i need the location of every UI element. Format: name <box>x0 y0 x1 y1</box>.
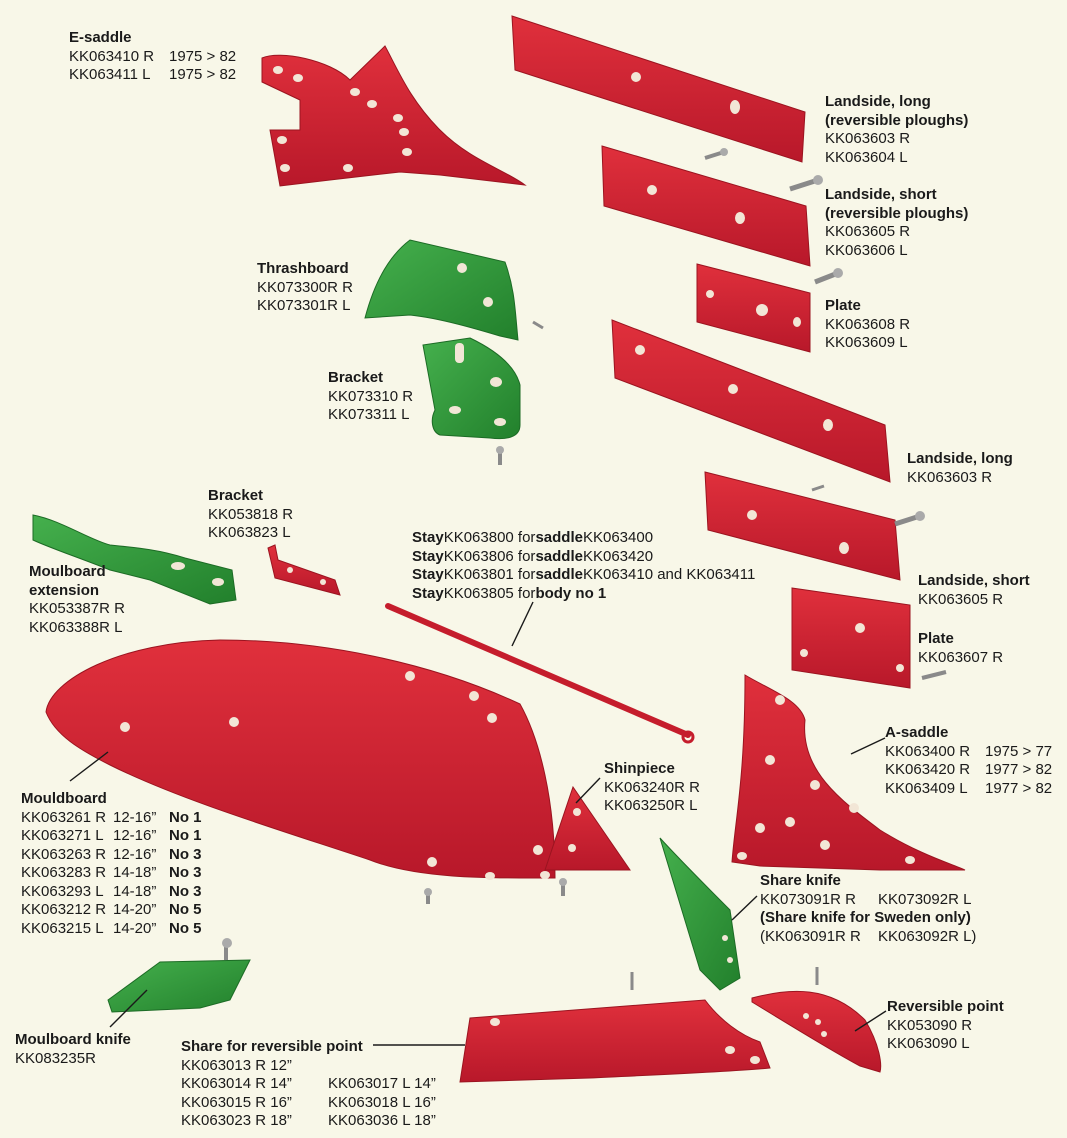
landside-long-reversible-part <box>511 15 806 163</box>
thrashboard-label: Thrashboard KK073300R R KK073301R L <box>257 260 353 314</box>
e-saddle-part <box>261 45 527 187</box>
bolt-icon <box>630 967 819 990</box>
landside-long-reversible-label: Landside, long (reversible ploughs) KK06… <box>825 93 969 166</box>
shinpiece-label: Shinpiece KK063240R R KK063250R L <box>604 760 700 814</box>
moulboard-knife-part <box>107 938 251 1013</box>
bolt-icon <box>811 484 825 492</box>
bracket-part <box>267 544 341 596</box>
share-label: Share for reversible point KK063013 R 12… <box>181 1038 436 1129</box>
bolt-icon <box>921 670 947 680</box>
thrashboard-part <box>364 239 519 341</box>
landside-long-label: Landside, long KK063603 R <box>907 450 1013 486</box>
stay-label: Stay KK063800 for saddle KK063400 Stay K… <box>412 529 756 602</box>
bolt-icon <box>704 148 728 160</box>
plate-label: Plate KK063607 R <box>918 630 1004 666</box>
landside-short-reversible-label: Landside, short (reversible ploughs) KK0… <box>825 186 969 259</box>
bolt-icon <box>532 320 544 330</box>
shinpiece-part <box>544 785 631 871</box>
bolt-icon <box>789 175 823 192</box>
plate-label: Plate KK063608 R KK063609 L <box>825 297 911 351</box>
bracket-label: Bracket KK053818 R KK063823 L <box>208 487 294 541</box>
bolt-icon <box>559 878 567 896</box>
stay-rod-part <box>385 603 695 744</box>
bolt-icon <box>424 888 432 904</box>
share-knife-part <box>659 837 741 991</box>
plate-part <box>791 587 911 689</box>
a-saddle-part <box>731 674 966 871</box>
reversible-point-part <box>751 990 882 1073</box>
bolt-icon <box>894 511 925 527</box>
landside-short-reversible-part <box>601 145 811 267</box>
plate-part <box>696 263 811 353</box>
share-part <box>459 999 771 1083</box>
landside-short-part <box>704 471 901 581</box>
moulboard-extension-label: Moulboard extension KK053387R R KK063388… <box>29 563 125 636</box>
moulboard-knife-label: Moulboard knife KK083235R <box>15 1031 131 1067</box>
bracket-label: Bracket KK073310 R KK073311 L <box>328 369 414 423</box>
leader-lines <box>69 601 887 1046</box>
landside-short-label: Landside, short KK063605 R <box>918 572 1030 608</box>
landside-long-part <box>611 319 891 483</box>
moulboard-extension-part <box>32 514 237 605</box>
reversible-point-label: Reversible point KK053090 R KK063090 L <box>887 998 1004 1052</box>
bracket-part <box>422 337 521 440</box>
bolt-icon <box>814 268 843 285</box>
bolt-icon <box>496 446 504 465</box>
